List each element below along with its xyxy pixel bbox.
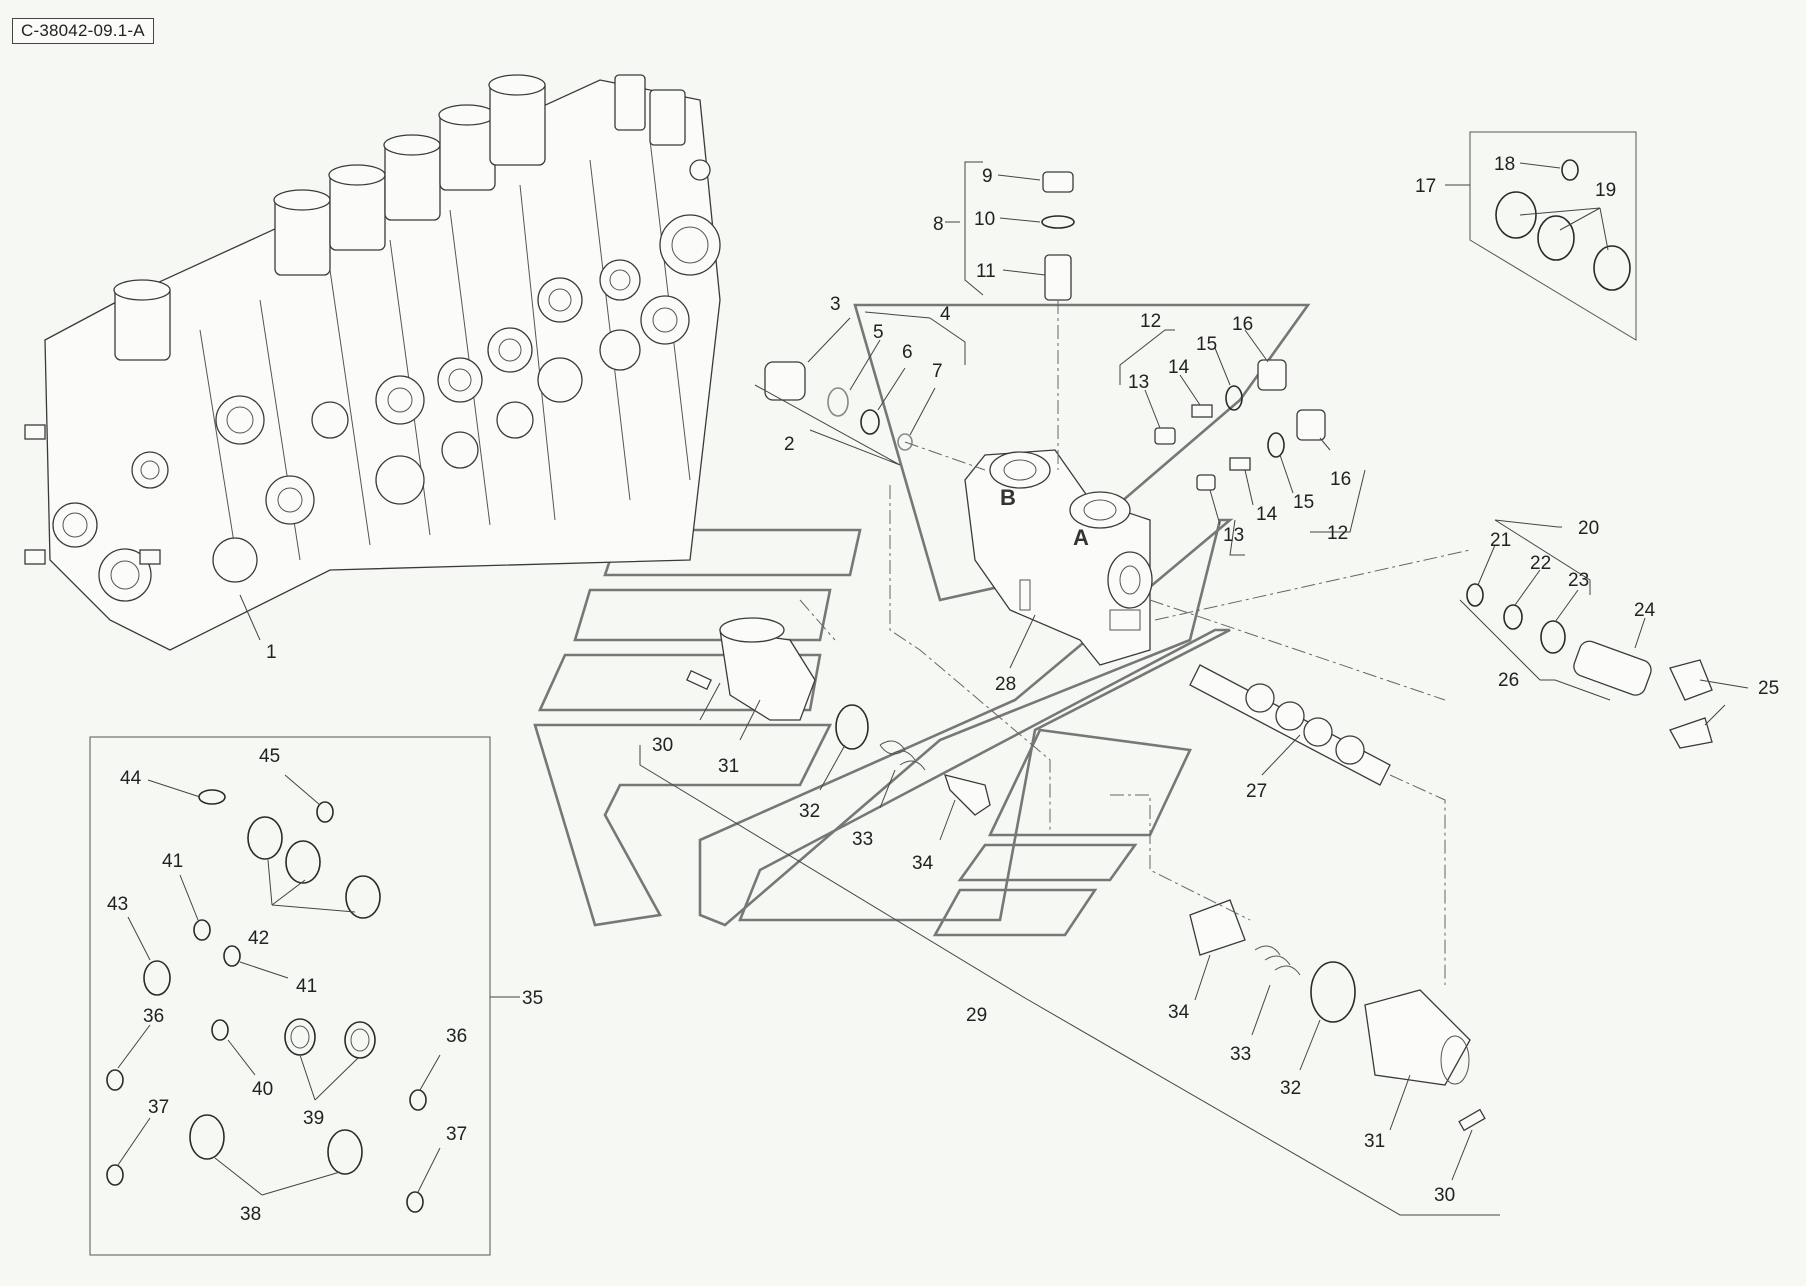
valve-bank-assembly bbox=[24, 74, 721, 651]
callout-6: 6 bbox=[902, 342, 913, 363]
callout-32-top: 32 bbox=[799, 801, 820, 822]
callout-25: 25 bbox=[1758, 678, 1779, 699]
callout-33-top: 33 bbox=[852, 829, 873, 850]
callout-1: 1 bbox=[266, 642, 277, 663]
callout-14-top: 14 bbox=[1168, 357, 1190, 378]
callout-12-bottom: 12 bbox=[1327, 523, 1348, 544]
callout-17: 17 bbox=[1415, 176, 1436, 197]
callout-numbers: 1 2 3 4 5 6 7 8 9 10 11 12 13 14 15 16 1… bbox=[107, 154, 1779, 1225]
leader-lines bbox=[117, 161, 1749, 1216]
group-frames bbox=[89, 131, 1637, 1256]
callout-13-bottom: 13 bbox=[1223, 525, 1244, 546]
callout-15-top: 15 bbox=[1196, 334, 1217, 355]
callout-36-right: 36 bbox=[446, 1026, 467, 1047]
kit-17-frame bbox=[1469, 131, 1637, 341]
callout-10: 10 bbox=[974, 209, 995, 230]
part-graphics bbox=[106, 159, 1713, 1213]
callout-32-bottom: 32 bbox=[1280, 1078, 1301, 1099]
callout-14-bottom: 14 bbox=[1256, 504, 1278, 525]
center-lines bbox=[799, 300, 1471, 985]
callout-8: 8 bbox=[933, 214, 944, 235]
callout-2: 2 bbox=[784, 434, 795, 455]
port-b-stamp: B bbox=[1000, 485, 1016, 510]
callout-9: 9 bbox=[982, 166, 993, 187]
callout-21: 21 bbox=[1490, 530, 1511, 551]
callout-27: 27 bbox=[1246, 781, 1267, 802]
callout-3: 3 bbox=[830, 294, 841, 315]
callout-20: 20 bbox=[1578, 518, 1599, 539]
callout-7: 7 bbox=[932, 361, 943, 382]
callout-37-right: 37 bbox=[446, 1124, 467, 1145]
callout-18: 18 bbox=[1494, 154, 1515, 175]
callout-4: 4 bbox=[940, 304, 951, 325]
seal-kit-frame bbox=[89, 736, 491, 1256]
callout-24: 24 bbox=[1634, 600, 1656, 621]
drawing-reference-label: C-38042-09.1-A bbox=[12, 18, 154, 44]
callout-31-top: 31 bbox=[718, 756, 739, 777]
callout-34-top: 34 bbox=[912, 853, 934, 874]
callout-38: 38 bbox=[240, 1204, 261, 1225]
callout-34-bottom: 34 bbox=[1168, 1002, 1190, 1023]
callout-41-top: 41 bbox=[162, 851, 183, 872]
callout-30-bottom: 30 bbox=[1434, 1185, 1455, 1206]
callout-42: 42 bbox=[248, 928, 269, 949]
callout-43: 43 bbox=[107, 894, 128, 915]
callout-31-bottom: 31 bbox=[1364, 1131, 1385, 1152]
callout-26: 26 bbox=[1498, 670, 1519, 691]
callout-41-bottom: 41 bbox=[296, 976, 317, 997]
callout-5: 5 bbox=[873, 322, 884, 343]
callout-39: 39 bbox=[303, 1108, 324, 1129]
callout-33-bottom: 33 bbox=[1230, 1044, 1251, 1065]
callout-16-bottom: 16 bbox=[1330, 469, 1351, 490]
callout-36-left: 36 bbox=[143, 1006, 164, 1027]
callout-13-top: 13 bbox=[1128, 372, 1149, 393]
callout-29: 29 bbox=[966, 1005, 987, 1026]
callout-11: 11 bbox=[976, 261, 996, 282]
callout-37-left: 37 bbox=[148, 1097, 169, 1118]
callout-35: 35 bbox=[522, 988, 543, 1009]
callout-44: 44 bbox=[120, 768, 142, 789]
callout-30-top: 30 bbox=[652, 735, 673, 756]
port-a-stamp: A bbox=[1073, 525, 1089, 550]
callout-28: 28 bbox=[995, 674, 1016, 695]
callout-19: 19 bbox=[1595, 180, 1616, 201]
callout-15-bottom: 15 bbox=[1293, 492, 1314, 513]
callout-12-top: 12 bbox=[1140, 311, 1161, 332]
callout-23: 23 bbox=[1568, 570, 1589, 591]
callout-40: 40 bbox=[252, 1079, 273, 1100]
callout-16-top: 16 bbox=[1232, 314, 1253, 335]
callout-22: 22 bbox=[1530, 553, 1551, 574]
valve-section-body: B A bbox=[964, 449, 1153, 666]
callout-45: 45 bbox=[259, 746, 280, 767]
